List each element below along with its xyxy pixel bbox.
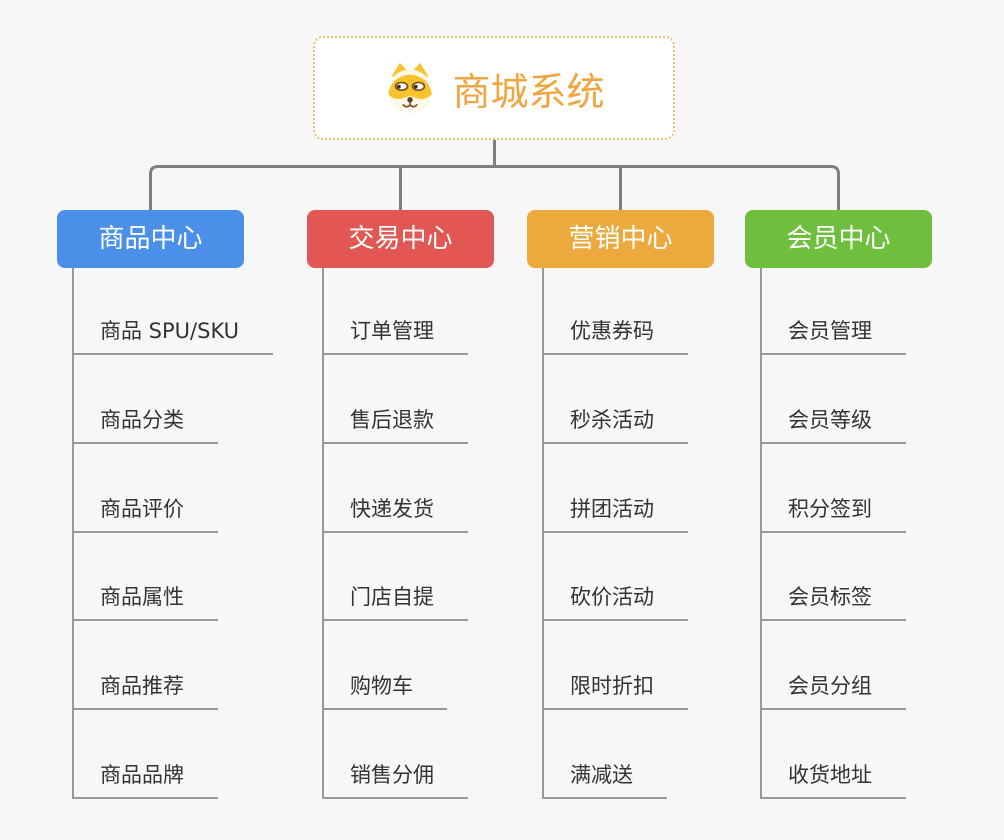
leaf-item[interactable]: 拼团活动 xyxy=(542,496,688,533)
branch-node-goods-center[interactable]: 商品中心 xyxy=(57,210,244,268)
leaf-item[interactable]: 商品属性 xyxy=(72,584,218,621)
branch-node-marketing-center[interactable]: 营销中心 xyxy=(527,210,714,268)
branch-trunk-line xyxy=(542,268,544,799)
leaf-item[interactable]: 限时折扣 xyxy=(542,673,688,710)
branch-trunk-line xyxy=(322,268,324,799)
leaf-item[interactable]: 快递发货 xyxy=(322,496,468,533)
root-title: 商城系统 xyxy=(452,69,605,114)
leaf-item[interactable]: 门店自提 xyxy=(322,584,468,621)
leaf-item[interactable]: 积分签到 xyxy=(760,496,906,533)
leaf-item[interactable]: 会员等级 xyxy=(760,407,906,444)
leaf-item[interactable]: 购物车 xyxy=(322,673,447,710)
leaf-item[interactable]: 商品推荐 xyxy=(72,673,218,710)
branch-node-trade-center[interactable]: 交易中心 xyxy=(307,210,494,268)
leaf-item[interactable]: 销售分佣 xyxy=(322,762,468,799)
leaf-item[interactable]: 商品评价 xyxy=(72,496,218,533)
leaf-item[interactable]: 售后退款 xyxy=(322,407,468,444)
leaf-item[interactable]: 满减送 xyxy=(542,762,667,799)
root-node[interactable]: 商城系统 xyxy=(313,36,675,140)
leaf-item[interactable]: 砍价活动 xyxy=(542,584,688,621)
leaf-item[interactable]: 会员管理 xyxy=(760,318,906,355)
leaf-item[interactable]: 秒杀活动 xyxy=(542,407,688,444)
leaf-item[interactable]: 商品 SPU/SKU xyxy=(72,318,274,355)
branch-rail-line xyxy=(149,165,840,210)
branch-trunk-line xyxy=(760,268,762,799)
leaf-item[interactable]: 商品分类 xyxy=(72,407,218,444)
leaf-item[interactable]: 优惠券码 xyxy=(542,318,688,355)
dog-face-icon xyxy=(383,61,437,115)
leaf-item[interactable]: 收货地址 xyxy=(760,762,906,799)
leaf-item[interactable]: 会员分组 xyxy=(760,673,906,710)
leaf-item[interactable]: 订单管理 xyxy=(322,318,468,355)
branch-node-member-center[interactable]: 会员中心 xyxy=(745,210,932,268)
branch-trunk-line xyxy=(72,268,74,799)
leaf-item[interactable]: 会员标签 xyxy=(760,584,906,621)
leaf-item[interactable]: 商品品牌 xyxy=(72,762,218,799)
